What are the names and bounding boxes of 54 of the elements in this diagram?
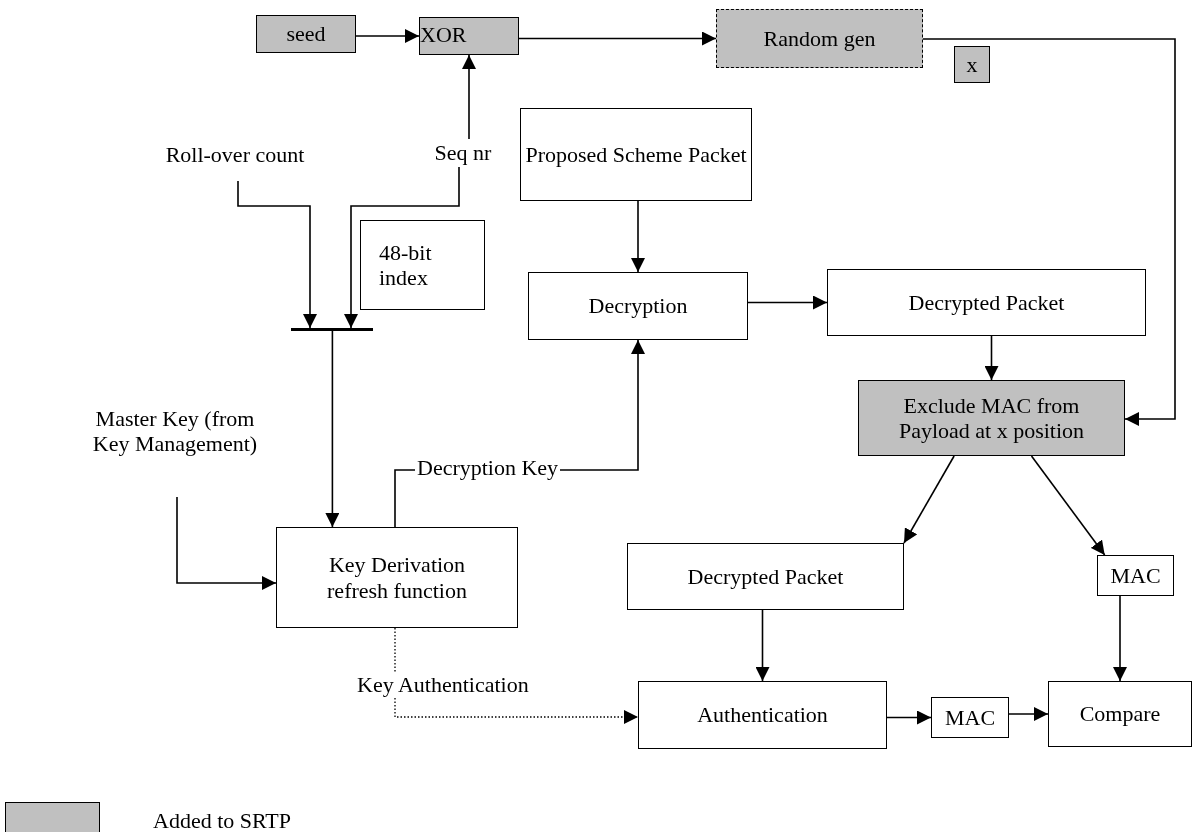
box-label: XOR — [420, 22, 467, 48]
box-label: Decryption — [588, 293, 688, 319]
arrow — [462, 54, 476, 140]
arrow — [237, 180, 317, 329]
legend-label: Added to SRTP — [153, 809, 292, 832]
arrow — [355, 29, 420, 43]
arrow — [886, 710, 932, 725]
arrow — [1030, 455, 1106, 556]
arrow — [984, 335, 999, 381]
arrow — [903, 455, 955, 544]
arrow — [631, 200, 645, 273]
arrow — [325, 330, 340, 528]
arrow — [747, 295, 828, 310]
merge-bar — [291, 328, 373, 331]
arrow — [344, 166, 460, 329]
box-label: Compare — [1079, 701, 1161, 727]
box-label: seed — [286, 21, 326, 47]
process-box — [638, 681, 887, 749]
process-box — [1097, 555, 1174, 596]
arrow — [1008, 707, 1049, 721]
arrow — [518, 31, 717, 46]
process-box — [931, 697, 1009, 738]
box-label: Authentication — [697, 702, 828, 728]
dotted-arrow — [394, 627, 639, 724]
box-label: Decrypted Packet — [908, 289, 1065, 316]
box-label: MAC — [1110, 562, 1161, 589]
process-box — [954, 46, 990, 83]
process-box — [716, 9, 923, 68]
arrow — [755, 609, 770, 682]
arrow — [176, 496, 277, 590]
process-box — [1048, 681, 1192, 747]
process-box — [827, 269, 1146, 336]
edge-label: Key Authentication — [355, 673, 531, 698]
box-label: x — [966, 51, 978, 78]
process-box — [528, 272, 748, 340]
box-label: Random gen — [763, 25, 876, 52]
process-box — [256, 15, 356, 53]
process-box — [627, 543, 904, 610]
box-label: Proposed Scheme Packet — [525, 141, 747, 168]
process-box — [276, 527, 518, 628]
box-label: 48-bit index — [379, 239, 433, 291]
input-label: Roll-over count — [132, 141, 338, 169]
box-label: Exclude MAC from Payload at x position — [897, 392, 1086, 444]
input-label: Master Key (from Key Management) — [91, 405, 259, 457]
arrow — [1113, 595, 1127, 682]
arrow — [922, 38, 1176, 426]
process-box — [520, 108, 752, 201]
process-box — [419, 17, 519, 55]
process-box — [858, 380, 1125, 456]
box-label: Key Derivation refresh function — [326, 552, 468, 603]
box-label: Decrypted Packet — [687, 563, 844, 590]
box-label: MAC — [944, 704, 996, 731]
input-label: Seq nr — [420, 139, 506, 167]
process-box — [360, 220, 485, 310]
